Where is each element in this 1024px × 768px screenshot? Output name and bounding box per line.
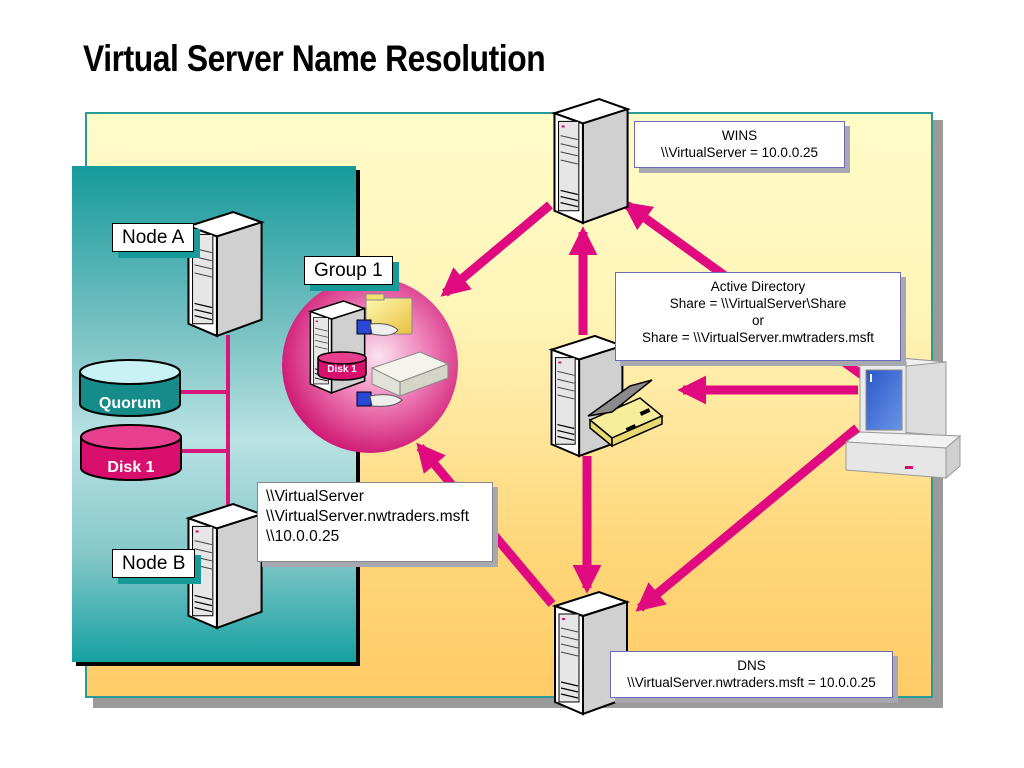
shared-folder-icon bbox=[356, 293, 413, 336]
client-computer-icon bbox=[844, 357, 962, 480]
quorum-label: Quorum bbox=[99, 395, 161, 412]
group-1-label: Group 1 bbox=[304, 256, 393, 285]
wins-server-icon bbox=[553, 97, 629, 225]
node-a-server-icon bbox=[187, 210, 263, 338]
wins-mapping: \\VirtualServer = 10.0.0.25 bbox=[661, 145, 818, 160]
node-b-label: Node B bbox=[112, 549, 196, 578]
cluster-disk-1: Disk 1 bbox=[80, 424, 182, 481]
dns-title: DNS bbox=[737, 658, 766, 673]
active-directory-box: Active Directory Share = \\VirtualServer… bbox=[615, 272, 901, 361]
virtual-server-fqdn: \\VirtualServer.nwtraders.msft bbox=[266, 508, 470, 525]
ad-or: or bbox=[751, 313, 764, 328]
group-1-resource: Disk 1 bbox=[282, 277, 458, 453]
wins-box: WINS \\VirtualServer = 10.0.0.25 bbox=[634, 121, 845, 168]
ad-share-netbios: Share = \\VirtualServer\Share bbox=[669, 296, 847, 311]
cluster-bus bbox=[180, 335, 230, 512]
virtual-server-names-box: \\VirtualServer \\VirtualServer.nwtrader… bbox=[257, 482, 493, 562]
wins-title: WINS bbox=[721, 128, 758, 143]
arrow-client-to-dns bbox=[635, 424, 860, 612]
shared-printer-icon bbox=[356, 351, 450, 407]
disk-1-label: Disk 1 bbox=[107, 459, 154, 476]
node-b-server-icon bbox=[187, 502, 263, 630]
svg-text:Disk 1: Disk 1 bbox=[327, 364, 357, 375]
directory-book-icon bbox=[587, 379, 664, 448]
virtual-server-ip: \\10.0.0.25 bbox=[266, 528, 340, 545]
arrow-wins-to-group bbox=[440, 201, 553, 297]
dns-mapping: \\VirtualServer.nwtraders.msft = 10.0.0.… bbox=[627, 675, 876, 690]
node-a-label: Node A bbox=[112, 223, 195, 252]
virtual-server-netbios-name: \\VirtualServer bbox=[266, 488, 364, 505]
page-title: Virtual Server Name Resolution bbox=[83, 38, 546, 79]
quorum-disk: Quorum bbox=[79, 359, 181, 417]
ad-title: Active Directory bbox=[710, 279, 806, 294]
dns-box: DNS \\VirtualServer.nwtraders.msft = 10.… bbox=[610, 651, 893, 698]
ad-share-fqdn: Share = \\VirtualServer.mwtraders.msft bbox=[642, 330, 874, 345]
group-disk-icon: Disk 1 bbox=[317, 351, 367, 381]
